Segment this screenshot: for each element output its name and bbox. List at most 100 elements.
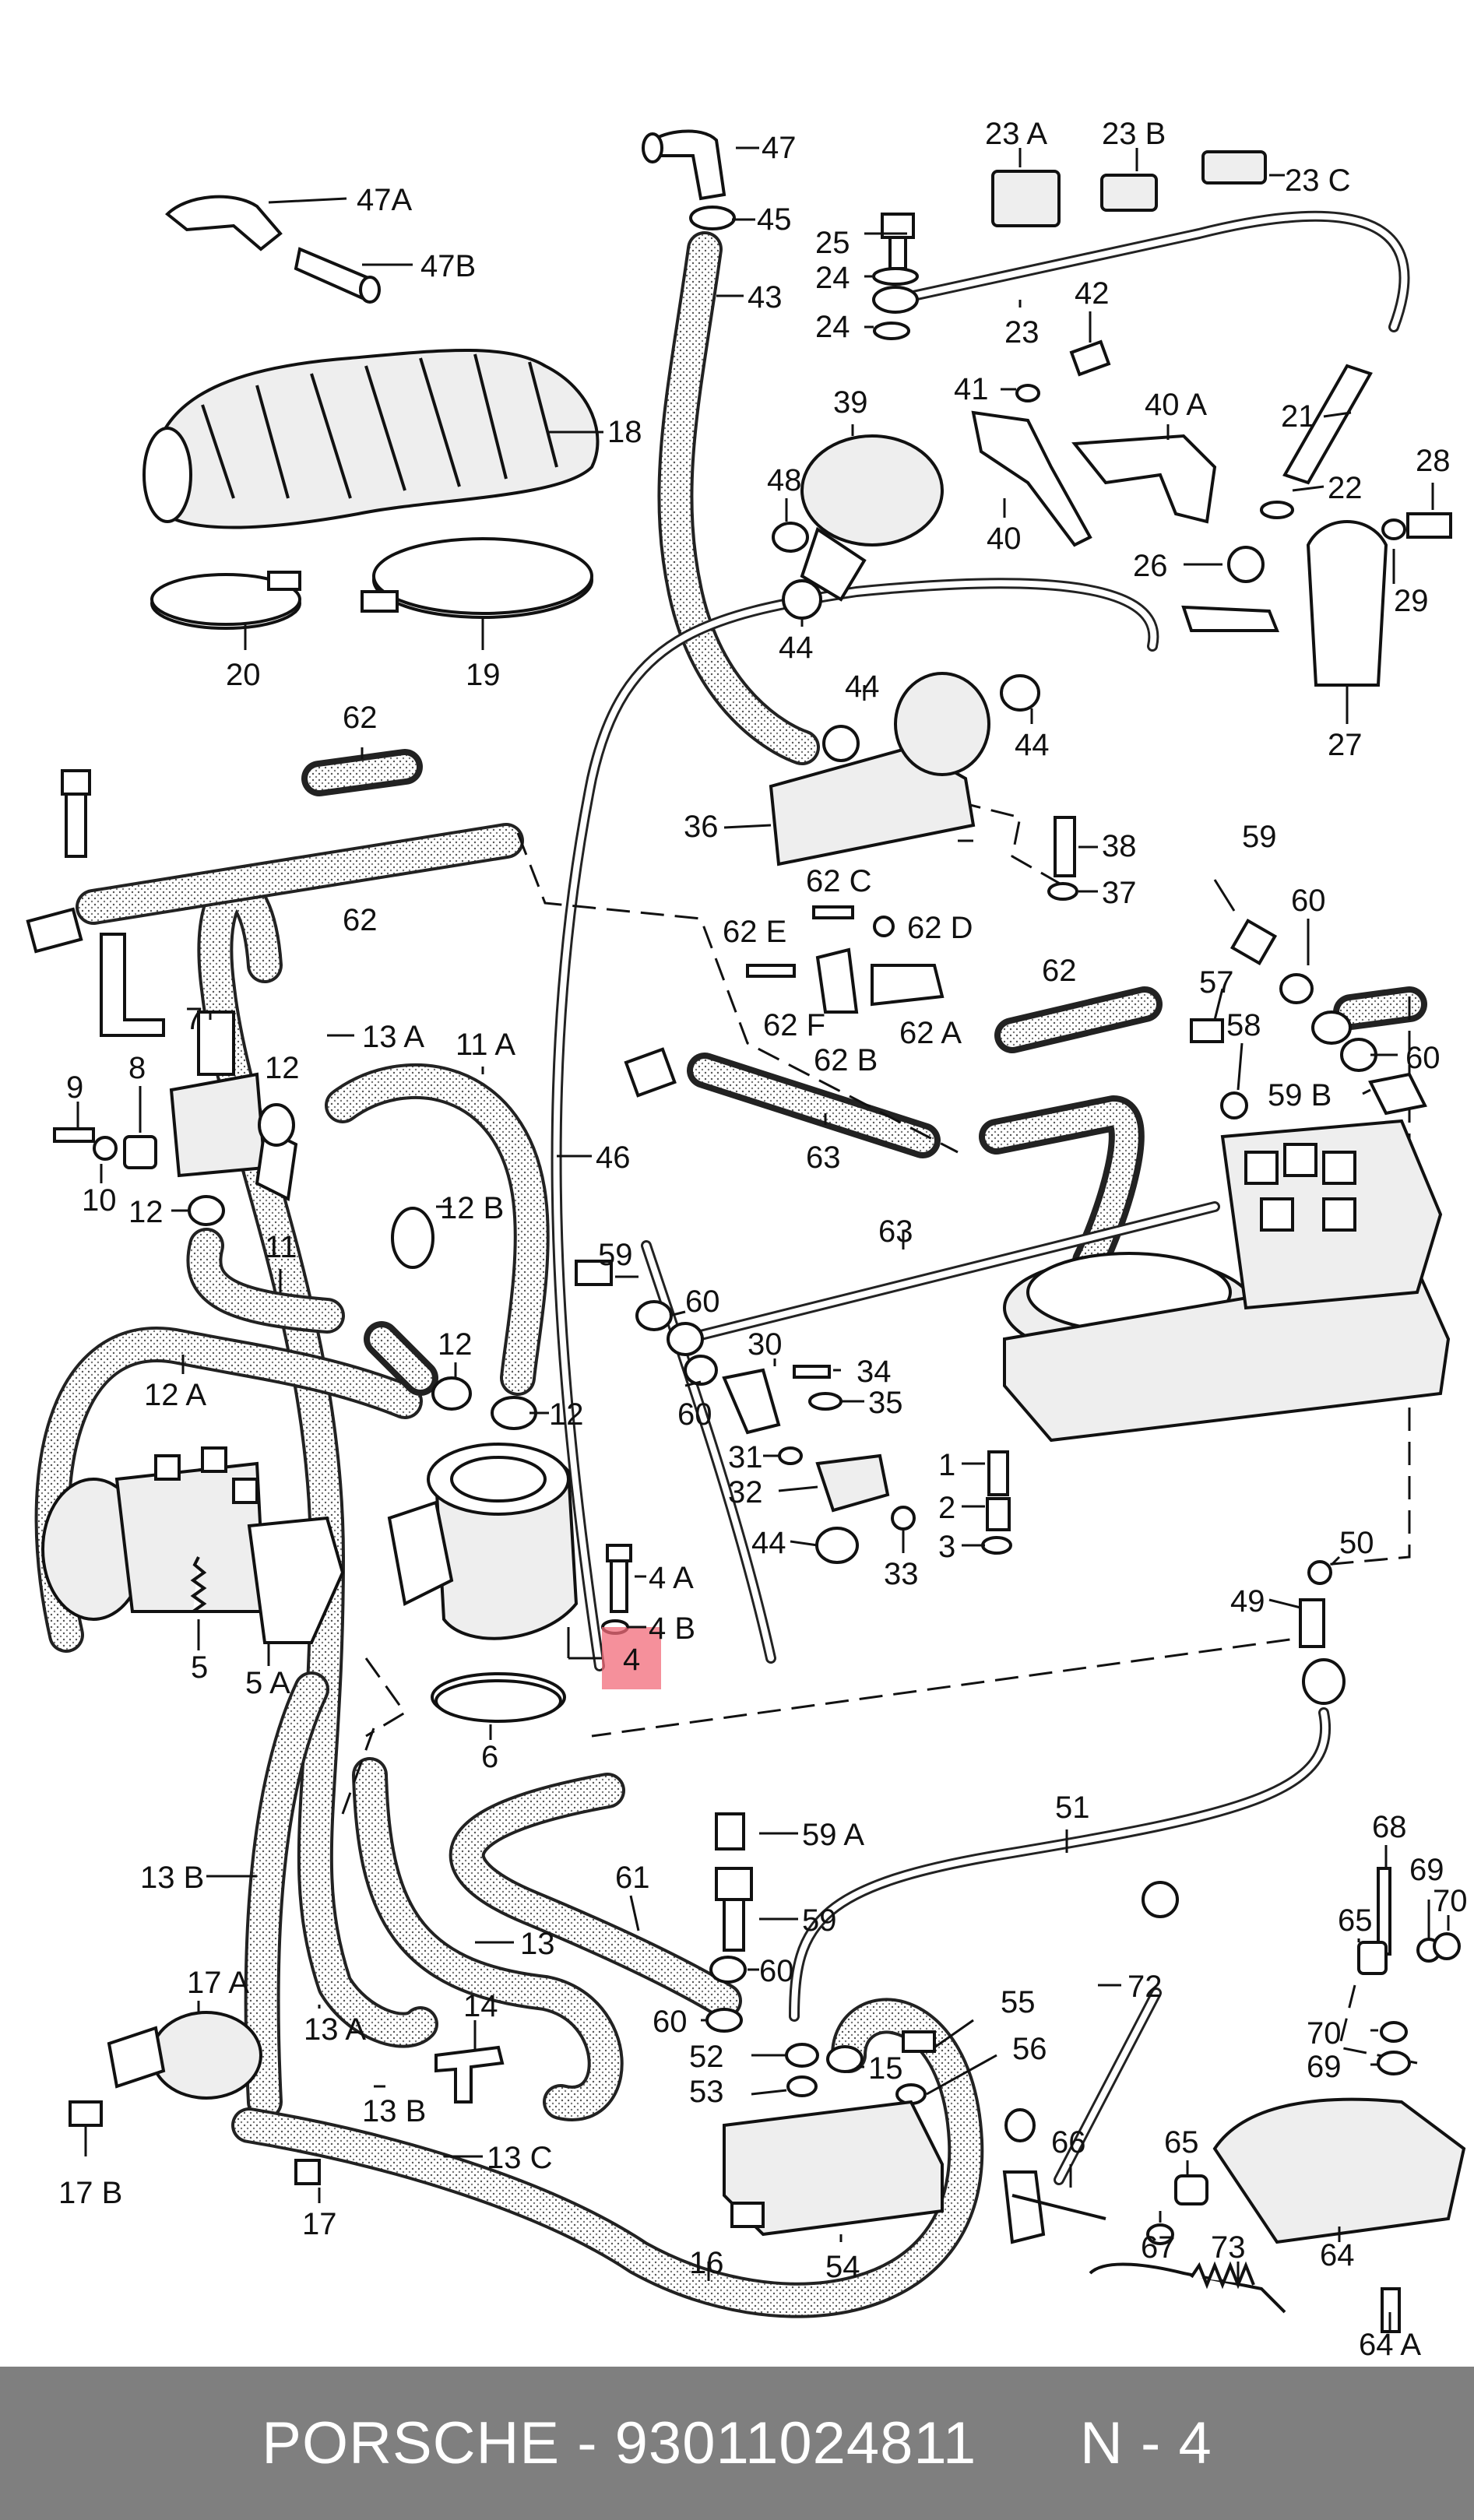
callout-1: 1 [938,1448,955,1482]
callout-51: 51 [1055,1791,1090,1825]
callout-67: 67 [1141,2230,1176,2265]
callout-70a: 70 [1433,1884,1468,1918]
footer-separator: - [560,2410,615,2476]
parts-diagram: 47 47A 47B 45 43 25 24 24 23 A 23 B 23 C… [26,117,1468,2362]
callout-60e: 60 [759,1954,794,1988]
callout-59a: 59 [1242,820,1277,854]
callout-70b: 70 [1307,2016,1342,2051]
callout-17: 17 [302,2207,337,2241]
callout-17A: 17 A [187,1966,249,2000]
callout-63b: 63 [878,1214,913,1249]
callout-59B: 59 B [1268,1078,1332,1112]
fuel-lines [551,210,1410,2185]
callout-26: 26 [1133,549,1168,583]
callout-17B: 17 B [58,2176,122,2210]
callout-49: 49 [1230,1584,1265,1618]
callout-11A: 11 A [456,1028,515,1062]
callout-62E: 62 E [723,915,786,949]
callout-30: 30 [748,1327,783,1362]
footer-bar: PORSCHE - 93011024811 N - 4 [0,2367,1474,2520]
leader-lines [76,146,1450,2332]
callout-61: 61 [615,1861,650,1895]
callout-8: 8 [128,1051,146,1085]
callout-12b: 12 [128,1195,164,1229]
callout-5A: 5 A [245,1666,290,1700]
callout-4: 4 [623,1643,640,1677]
callout-62C: 62 C [806,864,872,898]
callout-13: 13 [520,1927,555,1961]
callout-13Aa: 13 A [304,2012,366,2047]
callout-63a: 63 [806,1141,841,1175]
callout-69a: 69 [1409,1853,1444,1887]
footer-diagram-ref: N - 4 [1080,2410,1212,2476]
callout-2: 2 [938,1491,955,1525]
callout-55: 55 [1001,1985,1036,2019]
callout-28: 28 [1416,444,1451,478]
callout-3: 3 [938,1530,955,1564]
callout-54: 54 [825,2250,860,2284]
callout-4A: 4 A [649,1561,694,1595]
callout-45: 45 [757,202,792,237]
callout-24b: 24 [815,310,850,344]
callout-34: 34 [857,1355,892,1389]
callout-23: 23 [1004,315,1040,350]
hoses [34,231,1427,2318]
callout-31: 31 [728,1440,763,1474]
callout-44b: 44 [845,670,880,704]
callout-20: 20 [226,658,261,692]
callout-56: 56 [1012,2032,1047,2066]
callout-40: 40 [987,522,1022,556]
callout-41: 41 [954,372,989,406]
callout-47B: 47B [420,249,476,283]
callout-32: 32 [728,1475,763,1510]
footer-part-number: 93011024811 [614,2410,977,2476]
callout-60d: 60 [677,1397,712,1432]
callout-47: 47 [762,131,797,165]
callout-58: 58 [1226,1008,1261,1042]
callout-36: 36 [684,810,719,844]
callout-60f: 60 [653,2005,688,2039]
callout-47A: 47A [357,183,412,217]
callout-4B: 4 B [649,1611,695,1646]
callout-69b: 69 [1307,2050,1342,2084]
callout-21: 21 [1281,399,1316,434]
callout-19: 19 [466,658,501,692]
callout-12A: 12 A [144,1378,206,1412]
callout-59c: 59 [802,1903,837,1938]
callout-62c: 62 [1042,954,1077,988]
callout-14: 14 [463,1989,498,2023]
callout-13Ba: 13 B [362,2094,426,2128]
callout-59b: 59 [598,1238,633,1272]
callout-60b: 60 [1405,1041,1441,1075]
callout-11: 11 [265,1230,297,1264]
callout-42: 42 [1075,276,1110,311]
callout-60a: 60 [1291,884,1326,918]
callout-62B: 62 B [814,1043,878,1077]
callout-15: 15 [868,2051,903,2086]
callout-27: 27 [1328,728,1363,762]
callout-53: 53 [689,2075,724,2109]
callout-72: 72 [1127,1970,1163,2004]
callout-16: 16 [689,2246,724,2280]
callout-37: 37 [1102,876,1137,910]
callout-12c: 12 [438,1327,473,1362]
callout-65a: 65 [1338,1903,1373,1938]
callout-59A: 59 A [802,1818,864,1852]
callout-5: 5 [191,1650,208,1685]
footer-gap [976,2409,1080,2477]
callout-64A: 64 A [1359,2328,1421,2362]
callout-68: 68 [1372,1810,1407,1844]
callout-7: 7 [185,1002,202,1036]
callout-10: 10 [82,1183,117,1218]
callout-12a: 12 [265,1051,300,1085]
callout-62D: 62 D [907,911,973,945]
callout-9: 9 [66,1070,83,1105]
callout-18: 18 [607,415,642,449]
callout-43: 43 [748,280,783,315]
highlight-box [602,1627,661,1689]
callout-44d: 44 [751,1526,786,1560]
callout-65b: 65 [1164,2125,1199,2160]
parts [26,129,1466,2333]
callout-48: 48 [767,463,802,497]
callout-13B: 13 B [140,1861,204,1895]
